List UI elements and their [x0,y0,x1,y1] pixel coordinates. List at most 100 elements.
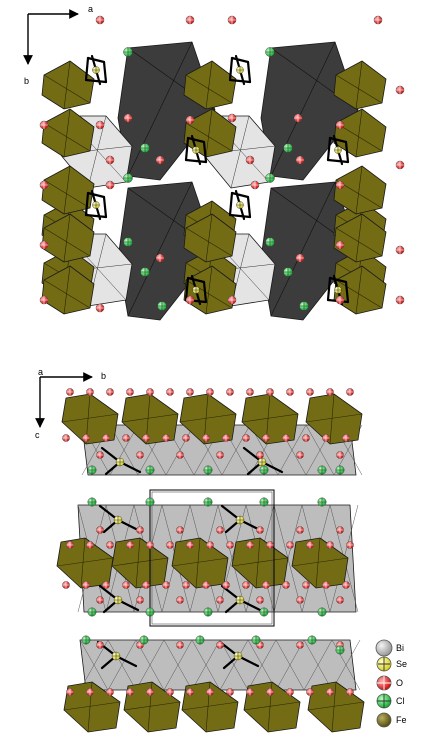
o-atom [206,388,214,396]
cl-atom [203,465,213,475]
se-atom [92,201,100,209]
cl-atom [145,497,155,507]
o-atom [186,541,194,549]
se-atom [236,201,244,209]
o-atom [262,581,270,589]
o-atom [202,434,210,442]
legend-label-cl: Cl [396,696,405,706]
o-atom [286,688,294,696]
o-atom [286,388,294,396]
o-atom [335,295,345,305]
cl-atom [87,497,97,507]
o-atom [96,451,104,459]
axis-b-label-bottom: b [101,371,106,381]
o-atom [336,526,344,534]
o-atom [326,688,334,696]
bottom-axis-indicator: a b c [35,367,106,440]
o-atom [185,295,195,305]
bottom-panel-projection: a b c Bi Se O Cl [35,367,407,733]
o-atom [395,245,405,255]
cl-atom [123,47,133,57]
cl-atom [203,497,213,507]
se-o-bond [344,280,350,304]
cl-atom [195,635,205,645]
se-o-bond [344,140,350,164]
o-atom [346,688,354,696]
cl-atom [307,635,317,645]
o-atom [39,295,49,305]
o-atom [136,526,144,534]
bottom-atoms [62,388,354,696]
o-atom [142,434,150,442]
o-atom [395,295,405,305]
o-atom [326,388,334,396]
cl-atom [265,237,275,247]
o-atom [226,388,234,396]
o-atom [346,388,354,396]
cl-atom [139,635,149,645]
o-atom [216,641,224,649]
cl-atom [283,143,293,153]
cl-atom [140,267,150,277]
cl-atom [203,607,213,617]
se-atom [235,515,245,525]
cl-atom [123,173,133,183]
o-atom [62,581,70,589]
legend-item-cl: Cl [376,693,405,709]
se-o-bond [326,136,332,162]
o-atom [250,180,260,190]
se-o-bond [230,56,250,64]
o-atom [226,541,234,549]
o-atom [227,15,237,25]
o-atom [246,388,254,396]
o-atom [256,451,264,459]
o-atom [142,581,150,589]
se-o-bond [84,56,90,82]
bi-polyhedron-dark [117,41,216,181]
o-atom [166,541,174,549]
legend-label-bi: Bi [396,643,404,653]
legend-item-bi: Bi [375,639,404,657]
o-atom [295,155,305,165]
o-atom [222,581,230,589]
se-o-bond [184,158,208,164]
o-atom [182,434,190,442]
o-atom [282,581,290,589]
o-atom [176,596,184,604]
o-atom [106,541,114,549]
cl-atom [335,465,345,475]
o-atom [296,526,304,534]
o-atom [155,253,165,263]
cl-atom [145,465,155,475]
fe-octahedron [61,393,119,445]
o-atom [286,541,294,549]
top-atoms [39,15,405,313]
legend-item-fe: Fe [376,712,407,728]
legend-item-o: O [376,675,403,691]
se-o-bond [230,191,250,199]
o-atom [62,434,70,442]
o-atom [96,596,104,604]
o-atom [126,388,134,396]
bi-polyhedron-dark [260,41,359,181]
o-atom [302,434,310,442]
o-atom [306,388,314,396]
cl-atom [259,607,269,617]
axis-b-label: b [24,76,29,86]
fe-octahedra [41,60,387,315]
o-atom [216,526,224,534]
cl-atom [259,497,269,507]
o-atom [395,85,405,95]
cl-atom [317,497,327,507]
legend-label-fe: Fe [396,715,407,725]
o-atom [282,434,290,442]
o-atom [146,388,154,396]
bi-polyhedra-light [59,115,276,307]
o-atom [206,541,214,549]
o-atom [185,115,195,125]
o-atom [206,688,214,696]
o-atom [102,434,110,442]
o-atom [86,688,94,696]
o-atom [335,120,345,130]
